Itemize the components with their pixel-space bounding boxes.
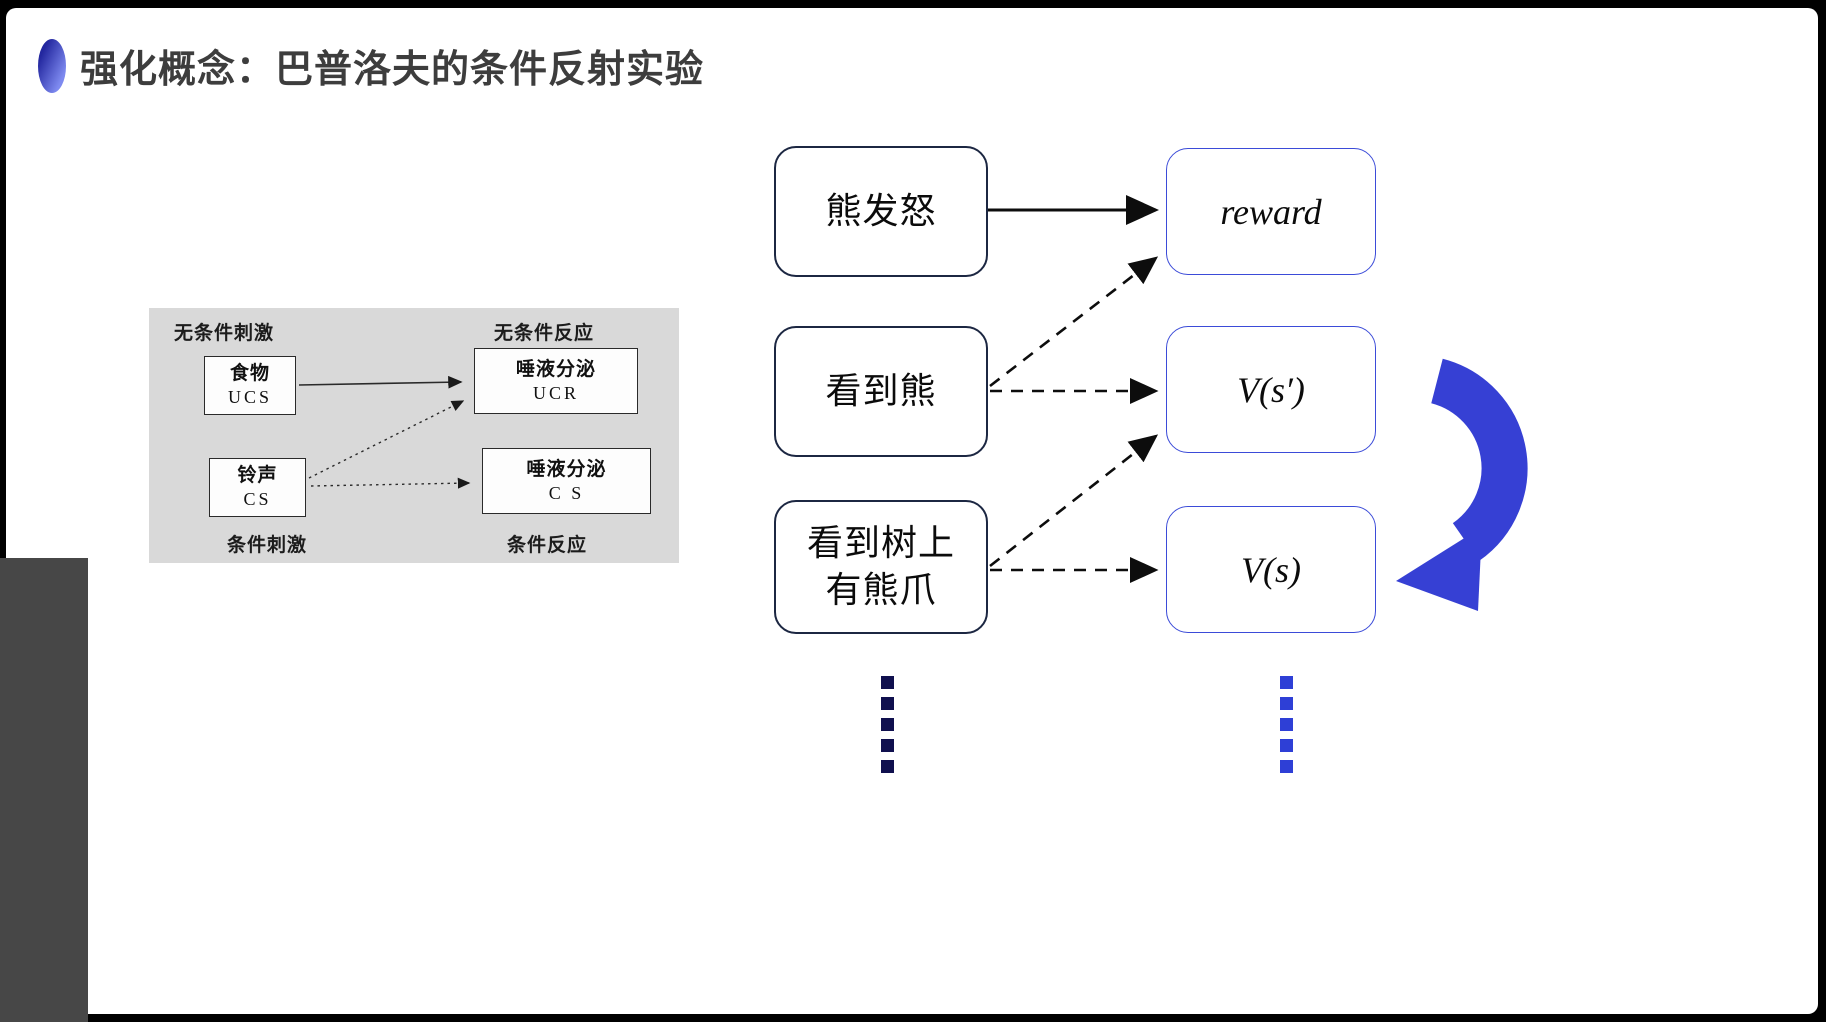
state-box-claw-on-tree: 看到树上 有熊爪 [774,500,988,634]
box-bell-cs: 铃声 CS [209,458,306,517]
left-gray-panel [0,558,88,1022]
value-label: reward [1220,191,1322,232]
box-bell-label: 铃声 [237,465,278,487]
box-food-ucs: 食物 UCS [204,356,296,415]
box-saliva-cs-label: 唾液分泌 [526,458,607,480]
slide: 强化概念：巴普洛夫的条件反射实验 无条件刺激 无条件反应 食物 UCS 唾液分泌… [6,8,1818,1014]
box-saliva-ucr: 唾液分泌 UCR [474,348,638,414]
pavlov-arrows [298,375,471,489]
box-saliva-cs: 唾液分泌 C S [482,448,651,514]
ellipsis-values-icon [1280,676,1293,773]
blue-arc [1430,358,1528,561]
state-label: 看到熊 [825,370,937,412]
page-title: 强化概念：巴普洛夫的条件反射实验 [80,49,705,91]
label-conditioned-stimulus: 条件刺激 [227,535,308,556]
label-unconditioned-stimulus: 无条件刺激 [174,323,275,344]
arrow-bell-to-cs-dotted [310,477,471,489]
label-conditioned-response: 条件反应 [507,535,588,556]
title-decoration-icon [38,38,66,93]
slide-header: 强化概念：巴普洛夫的条件反射实验 [38,38,704,93]
box-saliva-cs-abbr: C S [548,482,585,503]
state-box-see-bear: 看到熊 [774,326,988,457]
blue-curved-arrow [1396,358,1528,611]
value-box-reward: reward [1166,148,1376,275]
state-label: 看到树上 [806,522,955,564]
label-unconditioned-response: 无条件反应 [494,323,595,344]
arrow-food-to-ucr [298,375,463,389]
arrow-bell-to-ucr-dotted [308,400,465,479]
ellipsis-states-icon [881,676,894,773]
box-food-label: 食物 [229,363,270,385]
state-label-line2: 有熊爪 [825,569,937,610]
box-food-abbr: UCS [227,387,272,408]
value-box-v-s-prime: V(s′) [1166,326,1376,453]
pavlov-diagram: 无条件刺激 无条件反应 食物 UCS 唾液分泌 UCR 铃声 CS 唾液分泌 C… [149,308,679,563]
value-label: V(s) [1241,549,1301,590]
blue-arrowhead-icon [1396,527,1482,611]
box-saliva-ucr-label: 唾液分泌 [515,358,596,380]
value-box-v-s: V(s) [1166,506,1376,633]
box-bell-abbr: CS [243,489,272,510]
state-label: 熊发怒 [825,190,937,232]
state-box-bear-angry: 熊发怒 [774,146,988,277]
rl-diagram: 熊发怒 看到熊 看到树上 有熊爪 reward V(s′) V(s) [756,128,1566,818]
arrow-claw-to-v-s-prime-dashed [989,434,1159,568]
value-label: V(s′) [1237,369,1305,410]
box-saliva-ucr-abbr: UCR [532,382,579,403]
arrow-see-bear-to-reward-dashed [989,256,1159,388]
